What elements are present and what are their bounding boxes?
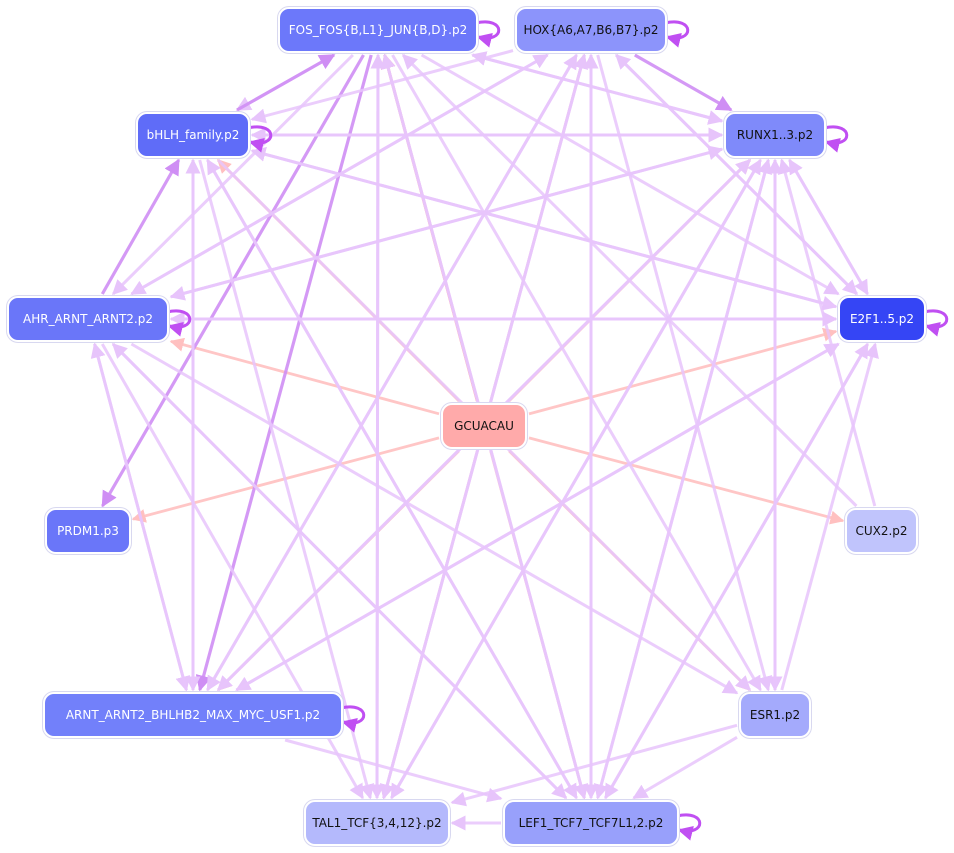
edge-ahr-to-bhlh [100, 158, 181, 295]
edge-lef-to-bhlh [206, 158, 578, 799]
edge-cux-to-fos [402, 53, 858, 508]
node-cux2[interactable]: CUX2.p2 [845, 508, 918, 554]
self-loop-ahr [166, 309, 192, 337]
node-tal1-tcf[interactable]: TAL1_TCF{3,4,12}.p2 [304, 800, 450, 846]
self-loop-e2f [923, 309, 949, 337]
node-label: LEF1_TCF7_TCF7L1,2.p2 [518, 816, 664, 830]
edge-hox-to-esr [596, 54, 773, 692]
edge-esr-to-lef [632, 736, 738, 800]
node-label: FOS_FOS{B,L1}_JUN{B,D}.p2 [288, 23, 468, 37]
edge-cux-to-runx [777, 158, 877, 507]
node-gcuacau[interactable]: GCUACAU [441, 403, 527, 449]
edge-lef-to-runx [596, 158, 773, 799]
node-bhlh-family[interactable]: bHLH_family.p2 [136, 112, 250, 158]
node-label: CUX2.p2 [855, 524, 908, 538]
edge-arnt-to-lef [284, 738, 503, 803]
node-runx[interactable]: RUNX1..3.p2 [724, 112, 826, 158]
edge-lef-to-e2f [604, 342, 869, 799]
node-label: GCUACAU [454, 419, 514, 433]
self-loop-arnt [340, 705, 366, 733]
self-loop-lef [676, 813, 702, 841]
node-label: E2F1..5.p2 [849, 312, 915, 326]
node-label: AHR_ARNT_ARNT2.p2 [23, 312, 153, 326]
edge-ahr-to-esr [130, 342, 739, 695]
node-arnt-arnt2-bhlhb2[interactable]: ARNT_ARNT2_BHLHB2_MAX_MYC_USF1.p2 [43, 692, 343, 738]
node-hox[interactable]: HOX{A6,A7,B6,B7}.p2 [515, 7, 667, 53]
node-label: HOX{A6,A7,B6,B7}.p2 [523, 23, 659, 37]
node-ahr-arnt[interactable]: AHR_ARNT_ARNT2.p2 [7, 296, 169, 342]
node-label: bHLH_family.p2 [146, 128, 240, 142]
node-label: TAL1_TCF{3,4,12}.p2 [312, 816, 442, 830]
node-fos-fos-jun[interactable]: FOS_FOS{B,L1}_JUN{B,D}.p2 [278, 7, 478, 53]
edge-esr-to-e2f [780, 342, 879, 691]
edge-arnt-to-hox [206, 53, 578, 691]
edge-arnt-to-ahr [90, 342, 188, 691]
edge-e2f-to-bhlh [250, 147, 837, 309]
self-loop-bhlh [247, 125, 273, 153]
self-loop-fos [475, 20, 501, 48]
edge-hox-to-bhlh [250, 49, 514, 124]
node-lef1-tcf7[interactable]: LEF1_TCF7_TCF7L1,2.p2 [503, 800, 679, 846]
node-e2f[interactable]: E2F1..5.p2 [838, 296, 926, 342]
self-loop-hox [664, 20, 690, 48]
node-label: PRDM1.p3 [57, 524, 119, 538]
edge-bhlh-to-fos [236, 53, 336, 112]
edge-runx-to-fos [471, 51, 723, 123]
self-loop-runx [823, 125, 849, 153]
node-label: ESR1.p2 [749, 708, 801, 722]
edge-bhlh-to-tal [198, 159, 375, 800]
edge-tal-to-runx [390, 158, 762, 799]
node-esr1[interactable]: ESR1.p2 [739, 692, 811, 738]
edge-arnt-to-e2f [235, 342, 840, 692]
edge-lef-to-ahr [111, 342, 568, 800]
edge-gcu-to-cux [528, 436, 845, 525]
edge-tal-to-fos [370, 53, 386, 799]
edge-esr-to-tal [450, 723, 738, 807]
edge-fos-to-esr [391, 54, 762, 692]
node-prdm1[interactable]: PRDM1.p3 [45, 508, 131, 554]
node-label: RUNX1..3.p2 [736, 128, 814, 142]
edge-hox-to-runx [634, 53, 733, 112]
edge-e2f-to-runx [788, 158, 869, 295]
node-label: ARNT_ARNT2_BHLHB2_MAX_MYC_USF1.p2 [65, 708, 321, 722]
edge-gcu-to-ahr [169, 337, 440, 416]
edge-ahr-to-runx [170, 145, 724, 299]
edge-fos-to-arnt [195, 54, 373, 692]
